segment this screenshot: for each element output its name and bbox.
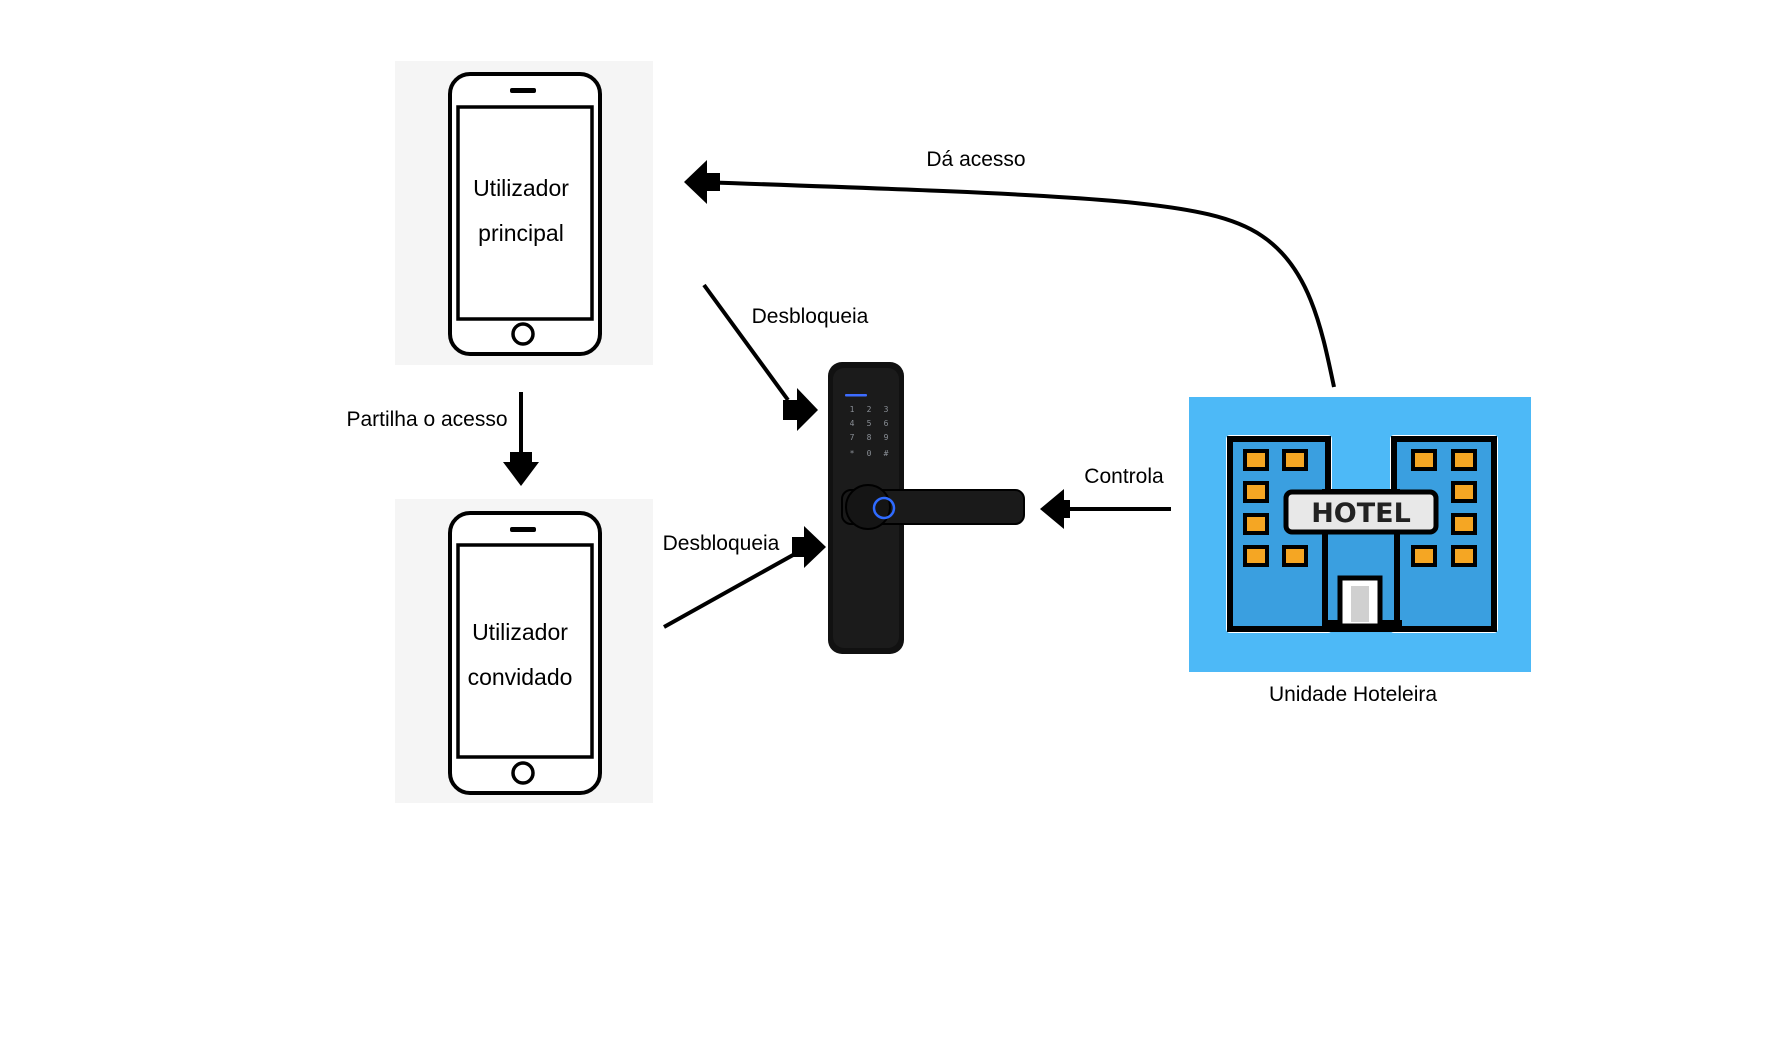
hotel-unit: HOTEL Unidade Hoteleira	[1189, 397, 1531, 706]
main-user-phone: Utilizador principal	[395, 61, 653, 365]
unlock-main-label: Desbloqueia	[752, 305, 869, 328]
controls-label: Controla	[1084, 465, 1164, 488]
shares-access-label: Partilha o acesso	[346, 408, 507, 431]
hotel-building-icon: HOTEL	[1226, 435, 1498, 633]
guest-user-label-line1: Utilizador	[472, 619, 568, 645]
lock-key: 4	[850, 419, 855, 428]
smart-door-lock-icon: 1 2 3 4 5 6 7 8 9 * 0 #	[828, 362, 1025, 654]
arrow-unlock-guest: Desbloqueia	[663, 526, 826, 629]
lock-key: 7	[850, 433, 855, 442]
main-user-label-line1: Utilizador	[473, 175, 569, 201]
guest-user-label-line2: convidado	[468, 664, 573, 690]
hotel-sign-text: HOTEL	[1311, 498, 1411, 529]
lock-key: 2	[867, 405, 872, 414]
arrow-gives-access: Dá acesso	[684, 148, 1336, 388]
guest-user-phone: Utilizador convidado	[395, 499, 653, 803]
gives-access-label: Dá acesso	[926, 148, 1025, 171]
lock-key: 3	[884, 405, 889, 414]
lock-key: *	[850, 449, 855, 458]
arrow-controls: Controla	[1040, 465, 1171, 529]
hotel-caption: Unidade Hoteleira	[1269, 683, 1437, 706]
lock-key: #	[884, 449, 889, 458]
lock-key: 8	[867, 433, 872, 442]
main-user-label-line2: principal	[478, 220, 564, 246]
unlock-guest-label: Desbloqueia	[663, 532, 780, 555]
lock-key: 6	[884, 419, 889, 428]
lock-key: 1	[850, 405, 855, 414]
lock-keypad: 1 2 3 4 5 6 7 8 9 * 0 #	[850, 405, 889, 458]
arrow-shares-access: Partilha o acesso	[346, 392, 539, 486]
lock-key: 0	[867, 449, 872, 458]
lock-key: 9	[884, 433, 889, 442]
arrow-unlock-main: Desbloqueia	[702, 283, 869, 431]
lock-key: 5	[867, 419, 872, 428]
